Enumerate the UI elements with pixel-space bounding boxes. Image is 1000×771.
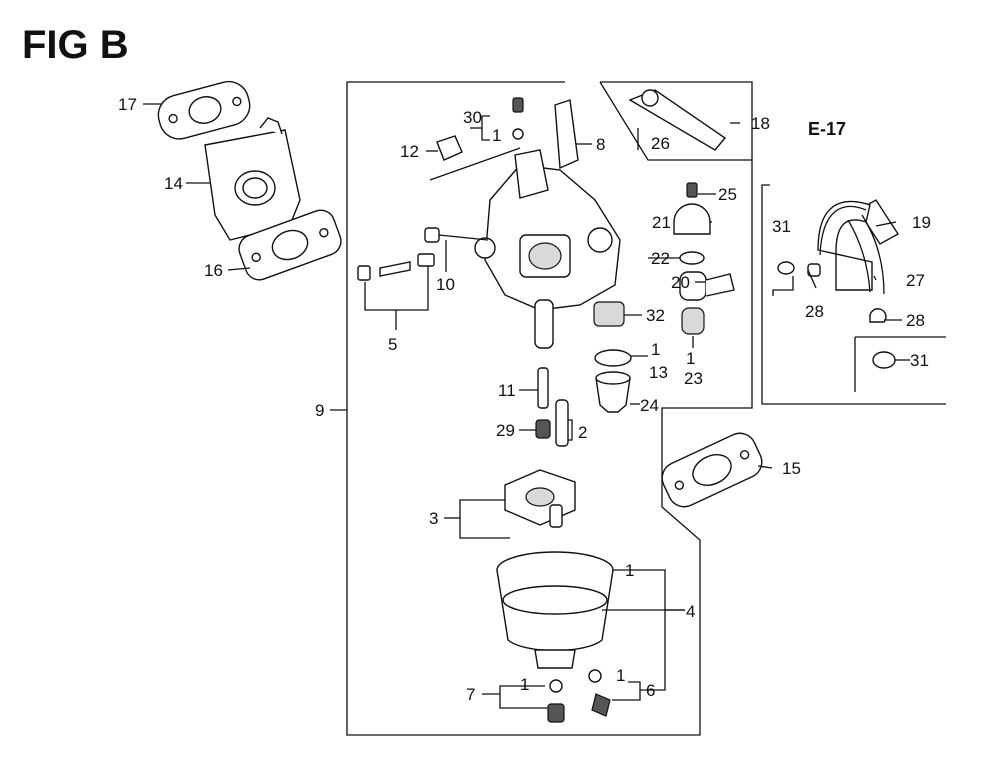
callout-11: 11 bbox=[498, 381, 516, 400]
clip-12 bbox=[429, 135, 521, 181]
screw-10 bbox=[424, 227, 489, 243]
clip-28 bbox=[807, 263, 887, 323]
fuel-hose-27 bbox=[817, 200, 885, 295]
gasket-16 bbox=[238, 209, 342, 281]
section-ref-e17: E-17 bbox=[808, 119, 846, 139]
callout-8: 8 bbox=[596, 135, 605, 154]
callout-6: 6 bbox=[646, 681, 655, 700]
oring-13 bbox=[594, 349, 632, 367]
callout-12: 12 bbox=[400, 142, 419, 161]
callout-1-valve: 1 bbox=[686, 349, 695, 368]
e17-boundary bbox=[761, 184, 946, 405]
callout-28-right: 28 bbox=[906, 311, 925, 330]
callout-15: 15 bbox=[782, 459, 801, 478]
valve-stack bbox=[673, 182, 735, 335]
nozzle-11 bbox=[537, 367, 549, 409]
screw-5 bbox=[357, 253, 435, 281]
callout-1-screw: 1 bbox=[492, 126, 501, 145]
screw-30 bbox=[512, 97, 524, 140]
drain-7 bbox=[547, 679, 565, 723]
callout-17: 17 bbox=[118, 95, 137, 114]
gasket-17 bbox=[157, 80, 251, 140]
callout-31-lower: 31 bbox=[910, 351, 929, 370]
callout-18: 18 bbox=[751, 114, 770, 133]
part-32 bbox=[593, 301, 625, 327]
callout-19: 19 bbox=[912, 213, 931, 232]
callout-27: 27 bbox=[906, 271, 925, 290]
callout-3: 3 bbox=[429, 509, 438, 528]
pilot-2 bbox=[555, 399, 569, 447]
callout-28-left: 28 bbox=[805, 302, 824, 321]
callout-16: 16 bbox=[204, 261, 223, 280]
callout-9: 9 bbox=[315, 401, 324, 420]
callout-23: 23 bbox=[684, 369, 703, 388]
part-24 bbox=[595, 371, 631, 413]
callout-4: 4 bbox=[686, 602, 695, 621]
callout-7: 7 bbox=[466, 685, 475, 704]
callout-13: 13 bbox=[649, 363, 668, 382]
figure-title: FIG B bbox=[22, 23, 129, 67]
callout-22: 22 bbox=[651, 249, 670, 268]
gasket-15 bbox=[661, 432, 763, 508]
drain-6 bbox=[588, 669, 611, 717]
callout-29: 29 bbox=[496, 421, 515, 440]
callout-26: 26 bbox=[651, 134, 670, 153]
choke-rod-18 bbox=[628, 89, 727, 151]
float-chamber-4 bbox=[496, 551, 614, 669]
callout-24: 24 bbox=[640, 396, 659, 415]
jet-29 bbox=[535, 419, 551, 439]
carburetor-body bbox=[474, 99, 621, 349]
callout-1-oring: 1 bbox=[651, 340, 660, 359]
callout-25: 25 bbox=[718, 185, 737, 204]
callout-14: 14 bbox=[164, 174, 183, 193]
callout-2: 2 bbox=[578, 423, 587, 442]
callout-1-drain7: 1 bbox=[520, 675, 529, 694]
callout-21: 21 bbox=[652, 213, 671, 232]
callout-20: 20 bbox=[671, 273, 690, 292]
callout-32: 32 bbox=[646, 306, 665, 325]
leader-lines bbox=[143, 103, 910, 709]
callout-1-bowl: 1 bbox=[625, 561, 634, 580]
assembly-boundary bbox=[346, 81, 753, 736]
float-3 bbox=[504, 469, 576, 528]
callout-5: 5 bbox=[388, 335, 397, 354]
callout-1-drain6: 1 bbox=[616, 666, 625, 685]
callout-10: 10 bbox=[436, 275, 455, 294]
insulator-14 bbox=[204, 117, 301, 241]
callout-30: 30 bbox=[463, 108, 482, 127]
callout-31-upper: 31 bbox=[772, 217, 791, 236]
